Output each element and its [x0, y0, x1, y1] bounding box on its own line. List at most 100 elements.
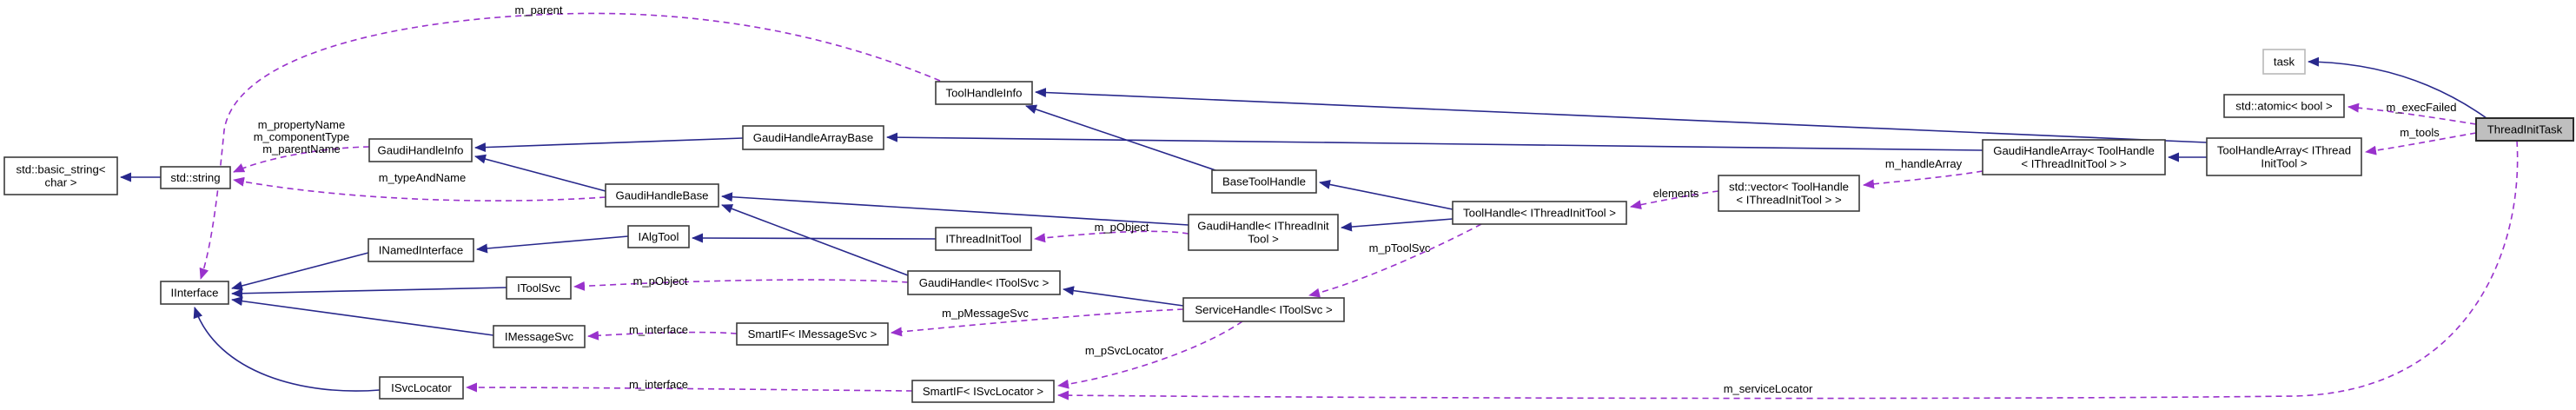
node-box [627, 225, 690, 248]
node-label: INamedInterface [379, 244, 464, 257]
node-label: SmartIF< ISvcLocator > [923, 385, 1044, 398]
edge-ialgtool--inamed-interface [476, 235, 629, 254]
node-tool-handle-info[interactable]: ToolHandleInfo [935, 81, 1033, 105]
node-box [1982, 139, 2166, 175]
node-box [1188, 214, 1339, 251]
edge-gaudi-handle-base--gaudi-handle-info [474, 154, 606, 192]
node-imessagesvc[interactable]: IMessageSvc [493, 325, 586, 348]
edge-ithread-init-tool--ialgtool [692, 233, 937, 243]
node-label: SmartIF< IMessageSvc > [748, 327, 877, 341]
node-box [742, 125, 884, 150]
node-box [935, 227, 1032, 251]
node-label: BaseToolHandle [1222, 175, 1306, 188]
node-gaudi-handle-ithreadinittool[interactable]: GaudiHandle< IThreadInitTool > [1188, 214, 1339, 251]
node-service-handle-itoolsvc[interactable]: ServiceHandle< IToolSvc > [1182, 297, 1345, 322]
node-gaudi-handle-itoolsvc[interactable]: GaudiHandle< IToolSvc > [907, 270, 1061, 295]
edge-label: m_interface [629, 323, 688, 336]
node-box [368, 238, 474, 262]
node-std-atomic-bool[interactable]: std::atomic< bool > [2223, 94, 2345, 118]
node-box [1452, 201, 1627, 225]
node-isvclocator[interactable]: ISvcLocator [379, 376, 464, 400]
edge-label: m_typeAndName [379, 171, 466, 184]
node-box [935, 81, 1033, 105]
node-label: GaudiHandleArray< ToolHandle [1993, 144, 2155, 157]
edge-gaudi-handle-array--std-vector-toolhandle [1863, 170, 1983, 189]
node-box [1211, 169, 1317, 194]
edge-inamed-interface--iinterface [231, 252, 369, 291]
node-label: < IThreadInitTool > > [1736, 194, 1842, 207]
node-label: ToolHandle< IThreadInitTool > [1463, 207, 1616, 220]
node-label: IThreadInitTool [945, 233, 1021, 246]
node-box [379, 376, 464, 400]
node-label: IMessageSvc [505, 330, 574, 343]
node-std-basic-string[interactable]: std::basic_string<char > [3, 156, 118, 195]
node-iinterface[interactable]: IInterface [160, 281, 229, 305]
node-label: IInterface [171, 287, 219, 300]
node-label: GaudiHandleArrayBase [753, 131, 874, 144]
node-std-vector-toolhandle[interactable]: std::vector< ToolHandle< IThreadInitTool… [1718, 175, 1860, 212]
node-label: GaudiHandleInfo [378, 144, 464, 157]
node-gaudi-handle-array[interactable]: GaudiHandleArray< ToolHandle< IThreadIni… [1982, 139, 2166, 175]
edge-thread-init-task--task [2308, 56, 2487, 119]
edge-gaudi-handle-array--gaudi-handle-array-base [886, 132, 1983, 151]
edge-std-vector-toolhandle--tool-handle-ithreadinittool [1630, 190, 1719, 210]
node-label: std::atomic< bool > [2235, 100, 2333, 113]
node-label: std::string [170, 171, 220, 184]
node-gaudi-handle-base[interactable]: GaudiHandleBase [605, 183, 719, 208]
node-box [911, 380, 1055, 403]
node-itoolsvc[interactable]: IToolSvc [506, 276, 572, 300]
node-ithread-init-tool[interactable]: IThreadInitTool [935, 227, 1032, 251]
node-box [160, 281, 229, 305]
edge-label: m_pObject [1095, 221, 1149, 234]
node-label: GaudiHandle< IToolSvc > [919, 276, 1050, 289]
node-thread-init-task[interactable]: ThreadInitTask [2475, 117, 2574, 142]
node-box [907, 270, 1061, 295]
edge-isvclocator--iinterface [193, 307, 381, 392]
edge-gaudi-handle-itoolsvc--itoolsvc [573, 279, 909, 291]
edge-label: m_pToolSvc [1369, 241, 1431, 255]
node-smartif-isvclocator[interactable]: SmartIF< ISvcLocator > [911, 380, 1055, 403]
node-label: ThreadInitTask [2487, 123, 2563, 136]
node-ialgtool[interactable]: IAlgTool [627, 225, 690, 248]
node-label: ToolHandleInfo [946, 87, 1023, 100]
node-box [605, 183, 719, 208]
node-smartif-imessagesvc[interactable]: SmartIF< IMessageSvc > [736, 322, 889, 346]
edge-label: elements [1653, 187, 1699, 200]
node-box [368, 138, 473, 162]
node-gaudi-handle-info[interactable]: GaudiHandleInfo [368, 138, 473, 162]
node-box [736, 322, 889, 346]
node-tool-handle-ithreadinittool[interactable]: ToolHandle< IThreadInitTool > [1452, 201, 1627, 225]
edge-label: m_pMessageSvc [942, 307, 1029, 320]
edge-label: m_parentName [262, 142, 341, 155]
edge-gaudi-handle-info--std-string [233, 146, 370, 173]
node-label: ISvcLocator [391, 381, 452, 394]
edge-service-handle-itoolsvc--smartif-imessagesvc [891, 308, 1184, 337]
edge-itoolsvc--iinterface [231, 287, 507, 299]
edge-gaudi-handle-base--std-string [233, 176, 606, 202]
node-label: IAlgTool [639, 230, 679, 243]
node-label: Tool > [1248, 233, 1279, 246]
node-tool-handle-array[interactable]: ToolHandleArray< IThreadInitTool > [2206, 137, 2362, 176]
node-box [2475, 117, 2574, 142]
edge-label: m_handleArray [1885, 157, 1963, 170]
node-task[interactable]: task [2262, 49, 2306, 75]
edge-thread-init-task--smartif-isvclocator [1057, 140, 2519, 400]
edge-label: m_propertyName [258, 118, 345, 131]
node-label: IToolSvc [517, 281, 560, 294]
node-gaudi-handle-array-base[interactable]: GaudiHandleArrayBase [742, 125, 884, 150]
node-label: GaudiHandleBase [615, 189, 708, 202]
node-std-string[interactable]: std::string [160, 166, 231, 189]
node-base-tool-handle[interactable]: BaseToolHandle [1211, 169, 1317, 194]
edge-gaudi-handle-array-base--gaudi-handle-info [474, 137, 744, 153]
edge-label: m_pObject [633, 274, 688, 288]
edge-gaudi-handle-itoolsvc--gaudi-handle-base [721, 204, 909, 276]
node-box [3, 156, 118, 195]
node-box [1718, 175, 1860, 212]
node-label: char > [44, 176, 76, 189]
node-box [506, 276, 572, 300]
edge-service-handle-itoolsvc--gaudi-handle-itoolsvc [1063, 286, 1184, 307]
edge-thread-init-task--tool-handle-array [2365, 132, 2477, 155]
node-inamed-interface[interactable]: INamedInterface [368, 238, 474, 262]
edge-service-handle-itoolsvc--smartif-isvclocator [1057, 321, 1243, 389]
